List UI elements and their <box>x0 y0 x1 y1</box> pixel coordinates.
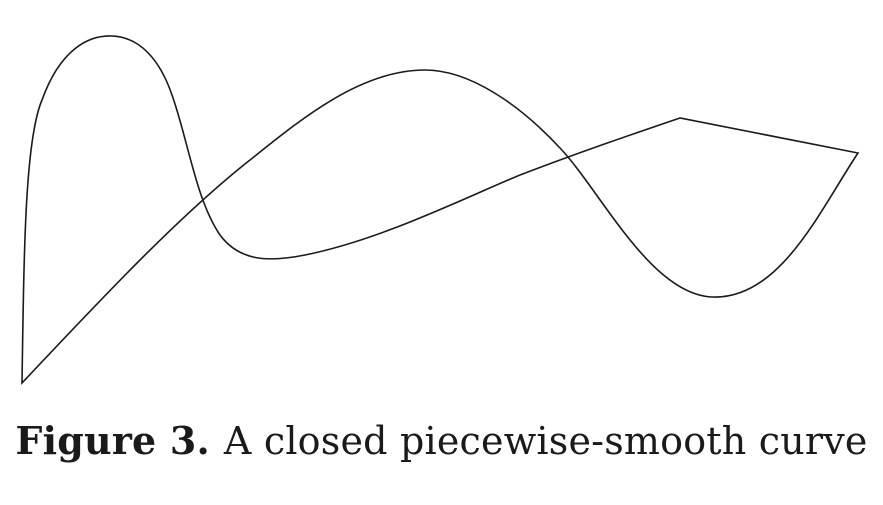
closed-curve <box>21 35 860 386</box>
figure-label: Figure 3. <box>15 418 210 463</box>
caption-text: A closed piecewise-smooth curve <box>223 419 868 463</box>
figure-caption: Figure 3. A closed piecewise-smooth curve <box>0 418 883 463</box>
curve-diagram <box>21 35 860 386</box>
